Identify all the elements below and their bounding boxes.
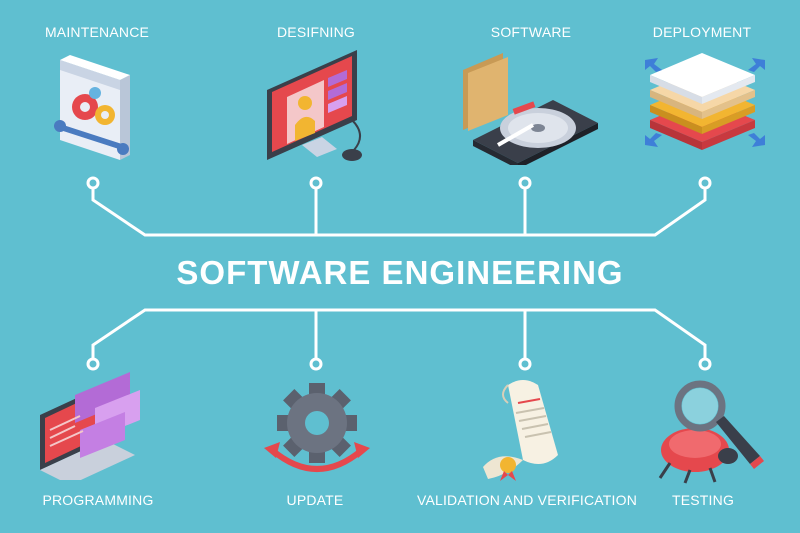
maintenance-icon (54, 55, 130, 160)
bug-magnifier-icon (658, 380, 764, 484)
node-dot-deployment (698, 176, 712, 190)
node-dot-update (309, 357, 323, 371)
diagram-title: SOFTWARE ENGINEERING (176, 254, 624, 291)
label-update: UPDATE (286, 492, 344, 508)
label-deployment: DEPLOYMENT (652, 24, 752, 40)
label-software: SOFTWARE (490, 24, 572, 40)
design-monitor-icon (267, 50, 362, 161)
certificate-icon (483, 380, 558, 481)
programming-laptop-icon (40, 372, 140, 480)
node-dot-programming (86, 357, 100, 371)
label-designing: DESIFNING (276, 24, 356, 40)
node-dot-designing (309, 176, 323, 190)
bottom-connector-1 (91, 308, 707, 362)
update-gear-icon (264, 383, 370, 472)
node-dot-validation (518, 357, 532, 371)
node-dot-maintenance (86, 176, 100, 190)
label-testing: TESTING (671, 492, 735, 508)
software-hard-drive-icon (463, 53, 598, 165)
label-maintenance: MAINTENANCE (44, 24, 150, 40)
label-programming: PROGRAMMING (42, 492, 154, 508)
top-connector-1 (91, 185, 707, 237)
node-dot-testing (698, 357, 712, 371)
node-dot-software (518, 176, 532, 190)
label-validation: VALIDATION AND VERIFICATION (416, 492, 638, 508)
deployment-layers-icon (645, 53, 765, 150)
